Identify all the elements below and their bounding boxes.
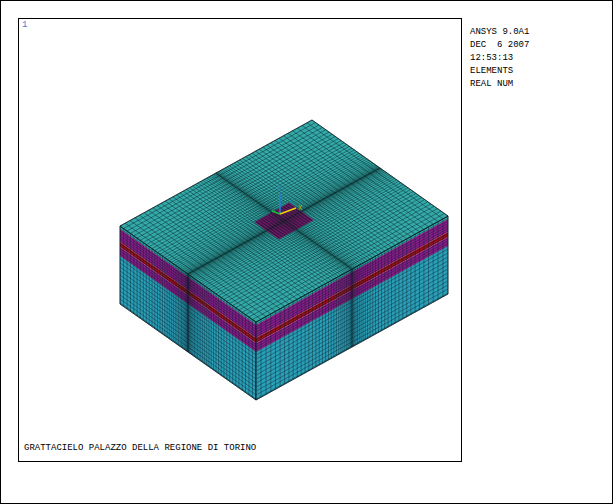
- axis-label: X: [298, 203, 302, 214]
- plot-title: GRATTACIELO PALAZZO DELLA REGIONE DI TOR…: [24, 443, 256, 454]
- window-number: 1: [22, 20, 27, 31]
- plot-time: 12:53:13: [470, 53, 513, 64]
- axis-triad: [272, 194, 296, 214]
- display-option: REAL NUM: [470, 79, 513, 90]
- plot-date: DEC 6 2007: [470, 40, 529, 51]
- fem-mesh: [120, 120, 448, 400]
- plot-type: ELEMENTS: [470, 66, 513, 77]
- program-version: ANSYS 9.0A1: [470, 27, 529, 38]
- graphics-frame: [19, 19, 462, 462]
- axis-label: Y: [277, 184, 281, 195]
